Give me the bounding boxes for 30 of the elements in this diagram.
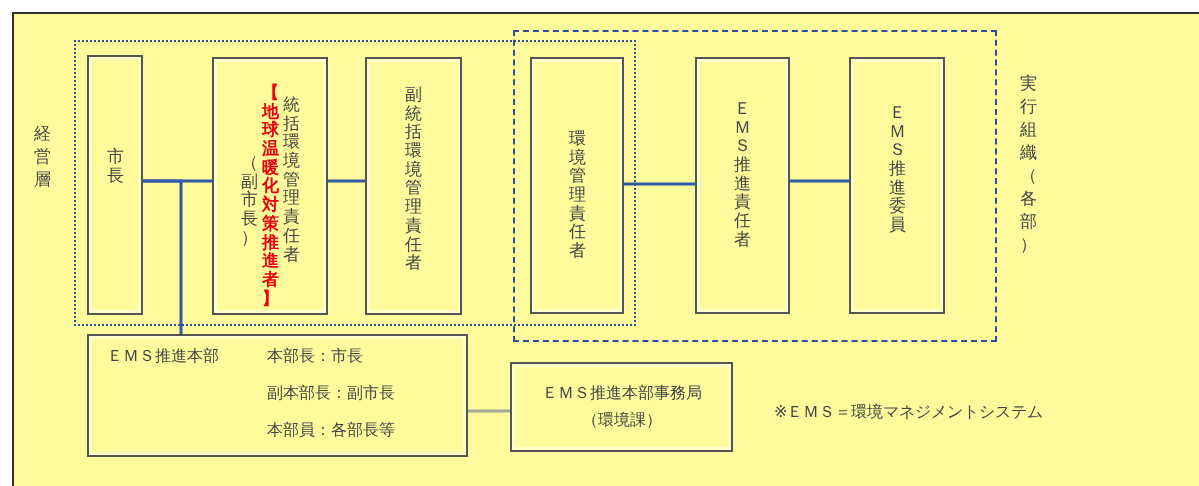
group-heading: 実行組織（各部） bbox=[1020, 72, 1037, 256]
role-box bbox=[849, 57, 945, 314]
role-text: 市長 bbox=[106, 147, 124, 185]
role-box bbox=[87, 55, 143, 315]
role-text: ＥＭＳ推進委員 bbox=[888, 103, 906, 234]
connector-line bbox=[790, 179, 849, 183]
role-text: 【地球温暖化対策推進者】 bbox=[261, 83, 279, 308]
role-text: 環境管理責任者 bbox=[568, 129, 586, 260]
headquarters-text: 本部員：各部長等 bbox=[267, 420, 395, 441]
role-text: ＥＭＳ推進責任者 bbox=[734, 99, 751, 249]
office-text: ＥＭＳ推進本部事務局 bbox=[541, 383, 702, 404]
connector-line bbox=[143, 179, 183, 334]
headquarters-box bbox=[87, 334, 468, 457]
role-text: （副市長） bbox=[240, 153, 258, 247]
role-box bbox=[695, 57, 790, 314]
role-text: 副統括環境管理責任者 bbox=[405, 85, 422, 272]
office-box bbox=[510, 362, 733, 452]
role-text: 統括環境管理責任者 bbox=[282, 95, 300, 264]
role-box bbox=[365, 57, 462, 315]
footnote: ※ＥＭＳ＝環境マネジメントシステム bbox=[774, 402, 1044, 423]
connector-line bbox=[468, 409, 510, 413]
connector-line bbox=[328, 179, 365, 183]
group-heading: 経営層 bbox=[34, 122, 51, 191]
headquarters-text: 副本部長：副市長 bbox=[267, 383, 395, 404]
role-box bbox=[530, 57, 624, 314]
headquarters-text: 本部長：市長 bbox=[267, 346, 363, 367]
role-box bbox=[212, 57, 328, 315]
connector-line bbox=[624, 182, 695, 186]
headquarters-text: ＥＭＳ推進本部 bbox=[107, 346, 219, 367]
office-text: （環境課） bbox=[581, 410, 662, 431]
